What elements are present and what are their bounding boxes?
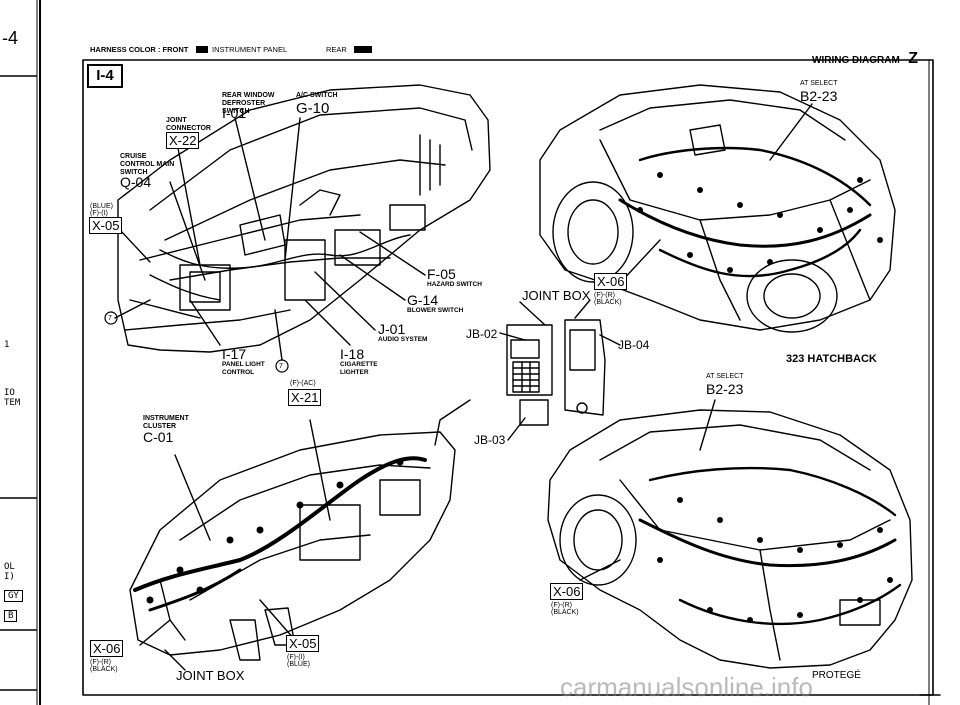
audio-system-code: J-01	[378, 321, 406, 337]
x06-right-code: X-06	[550, 583, 584, 600]
x21-code: X-21	[288, 389, 322, 406]
jb04-label: JB-04	[618, 338, 650, 352]
at-select-mid-code: B2-23	[706, 381, 744, 397]
cigarette-lighter-label: CIGARETTE LIGHTER	[340, 361, 378, 376]
x06-bottom-code: X-06	[90, 640, 124, 657]
instrument-cluster-code: C-01	[143, 429, 174, 445]
page-label: -4	[2, 28, 19, 48]
hazard-switch-code: F-05	[427, 266, 456, 282]
rear-window-defroster-code: I-01	[222, 105, 247, 121]
jb03-label: JB-03	[474, 433, 506, 447]
margin-text-1: 1	[4, 340, 10, 350]
ac-switch-code: G-10	[296, 100, 330, 117]
protege-label: PROTEGÉ	[812, 670, 861, 681]
panel-light-label: PANEL LIGHT CONTROL	[222, 361, 265, 376]
jb02-label: JB-02	[466, 327, 498, 341]
x06-top-code: X-06	[594, 273, 628, 290]
hazard-switch-label: HAZARD SWITCH	[427, 281, 482, 288]
at-select-mid-label: AT SELECT	[706, 373, 744, 380]
instrument-panel-label: INSTRUMENT PANEL	[212, 45, 288, 54]
rear-window-defroster-switch-label: REAR WINDOW DEFROSTER SWITCH	[222, 92, 275, 115]
joint-box-bottom-label: JOINT BOX	[176, 668, 245, 683]
x05-bottom-code: X-05	[286, 635, 320, 652]
margin-text-b: B	[4, 610, 18, 622]
circle-7-left: 7	[108, 315, 112, 322]
wiring-diagram-title-text: WIRING DIAGRAM	[812, 55, 900, 66]
margin-text-tem: TEM	[4, 398, 21, 408]
margin-text-gy: GY	[4, 590, 23, 602]
wiring-diagram-title-letter: Z	[908, 50, 919, 67]
instrument-cluster-label: INSTRUMENT CLUSTER	[143, 415, 189, 430]
fr-black-bottom-label: (F)-(R) (BLACK)	[90, 659, 118, 673]
blower-switch-code: G-14	[407, 292, 439, 308]
margin-text-i: I)	[4, 572, 15, 582]
cruise-control-label: CRUISE CONTROL MAIN SWITCH	[120, 153, 175, 176]
cruise-control-code: Q-04	[120, 174, 152, 190]
x05-top-code: X-05	[89, 217, 123, 234]
cigarette-lighter-code: I-18	[340, 346, 365, 362]
hatchback-label: 323 HATCHBACK	[786, 353, 877, 365]
fac-label: (F)-(AC)	[290, 380, 316, 387]
panel-light-code: I-17	[222, 346, 247, 362]
fr-black-top-label: (F)-(R) (BLACK)	[594, 292, 622, 306]
watermark: carmanualsonline.info	[560, 672, 813, 702]
joint-box-top-label: JOINT BOX	[522, 288, 591, 303]
harness-color-label: HARNESS COLOR : FRONT	[90, 45, 189, 54]
fr-black-right-label: (F)-(R) (BLACK)	[551, 602, 579, 616]
blue-fi-label: (BLUE) (F)-(I)	[90, 203, 113, 217]
joint-connector-label: JOINT CONNECTOR	[166, 117, 211, 132]
margin-text-ol: OL	[4, 562, 15, 572]
rear-label: REAR	[326, 45, 347, 54]
section-tab: I-4	[87, 64, 123, 88]
audio-system-label: AUDIO SYSTEM	[378, 336, 428, 343]
margin-text-io: IO	[4, 388, 15, 398]
wiring-diagram-title: WIRING DIAGRAM Z	[812, 50, 918, 68]
at-select-top-label: AT SELECT	[800, 80, 838, 87]
joint-connector-code: X-22	[166, 132, 200, 149]
circle-7-mid: 7	[279, 363, 283, 370]
blower-switch-label: BLOWER SWITCH	[407, 307, 464, 314]
at-select-top-code: B2-23	[800, 88, 838, 104]
fi-blue-bottom-label: (F)-(I) (BLUE)	[287, 654, 310, 668]
ac-switch-label: A/C SWITCH	[296, 92, 338, 99]
